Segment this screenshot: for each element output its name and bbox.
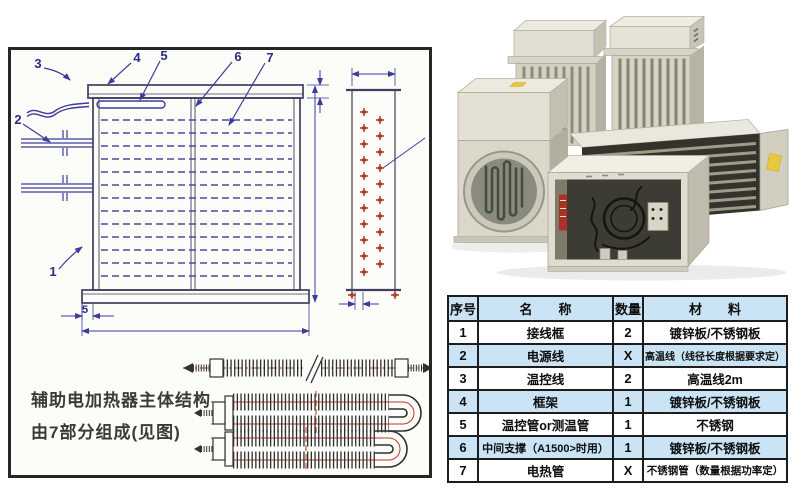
front-view-dimensions: [61, 70, 329, 336]
table-row: 3 温控线 2 高温线2m: [446, 366, 789, 391]
table-row: 2 电源线 X 高温线（线径长度根据要求定）: [446, 343, 789, 368]
heating-element-u1: [194, 391, 422, 435]
heater-unit-round-flange: [453, 77, 570, 243]
cell-name: 框架: [477, 389, 615, 414]
cell-name: 中间支撑（A1500>时用）: [477, 435, 615, 460]
tube-end-crosses: [347, 107, 400, 300]
product-photo-svg: [452, 15, 789, 281]
cell-name: 电热管: [477, 458, 615, 483]
technical-drawing-svg: 3 4 5 6 7 2 1 5: [14, 50, 429, 471]
cell-material: 不锈钢管（数量根据功率定）: [642, 458, 789, 483]
heating-tube-rows: [101, 119, 292, 277]
cell-material: 镀锌板/不锈钢板: [642, 320, 789, 345]
callout-5: 5: [160, 50, 167, 63]
callout-7: 7: [266, 50, 273, 65]
cell-material: 镀锌板/不锈钢板: [642, 389, 789, 414]
power-cable: [26, 102, 90, 118]
supply-pipes: [21, 130, 93, 201]
table-row: 6 中间支撑（A1500>时用） 1 镀锌板/不锈钢板: [446, 435, 789, 460]
cell-material: 镀锌板/不锈钢板: [642, 435, 789, 460]
cell-qty: 1: [612, 389, 645, 414]
cell-material: 高温线2m: [642, 366, 789, 391]
cell-seq: 7: [446, 458, 480, 483]
callout-3: 3: [34, 56, 41, 71]
heater-unit-control-box: [546, 154, 711, 272]
callout-1: 1: [49, 264, 56, 279]
header-seq: 序号: [446, 295, 480, 322]
cell-qty: 2: [612, 366, 645, 391]
header-qty: 数量: [612, 295, 645, 322]
front-view: [81, 84, 310, 304]
table-header-row: 序号 名 称 数量 材 料: [446, 295, 789, 322]
table-row: 4 框架 1 镀锌板/不锈钢板: [446, 389, 789, 414]
cell-qty: 2: [612, 320, 645, 345]
header-material: 材 料: [642, 295, 789, 322]
cell-seq: 5: [446, 412, 480, 437]
cell-qty: X: [612, 343, 645, 368]
table-row: 5 温控管or测温管 1 不锈钢: [446, 412, 789, 437]
table-row: 7 电热管 X 不锈钢管（数量根据功率定）: [446, 458, 789, 483]
cell-seq: 1: [446, 320, 480, 345]
cell-name: 接线框: [477, 320, 615, 345]
dim-label-5: 5: [82, 304, 88, 316]
cell-qty: 1: [612, 412, 645, 437]
header-name: 名 称: [477, 295, 615, 322]
cell-qty: 1: [612, 435, 645, 460]
heating-element-straight: [183, 354, 429, 384]
heating-element-u2: [194, 427, 408, 471]
heater-unit-back-right: [603, 15, 706, 142]
cell-qty: X: [612, 458, 645, 483]
cell-name: 温控线: [477, 366, 615, 391]
cell-seq: 4: [446, 389, 480, 414]
callout-4: 4: [133, 50, 141, 65]
caption-line2: 由7部分组成(见图): [31, 423, 181, 442]
callout-6: 6: [234, 50, 241, 64]
cell-seq: 2: [446, 343, 480, 368]
technical-drawing-panel: 3 4 5 6 7 2 1 5: [8, 47, 432, 478]
callout-2: 2: [14, 112, 21, 127]
callout-leaders: [22, 60, 266, 270]
cell-seq: 6: [446, 435, 480, 460]
table-row: 1 接线框 2 镀锌板/不锈钢板: [446, 320, 789, 345]
cell-name: 温控管or测温管: [477, 412, 615, 437]
cell-material: 不锈钢: [642, 412, 789, 437]
cell-seq: 3: [446, 366, 480, 391]
caption-line1: 辅助电加热器主体结构: [31, 391, 211, 410]
cell-material: 高温线（线径长度根据要求定）: [642, 343, 789, 368]
side-view: [339, 68, 426, 310]
parts-table: 序号 名 称 数量 材 料 1 接线框 2 镀锌板/不锈钢板 2 电源线 X 高…: [446, 295, 789, 483]
cell-name: 电源线: [477, 343, 615, 368]
